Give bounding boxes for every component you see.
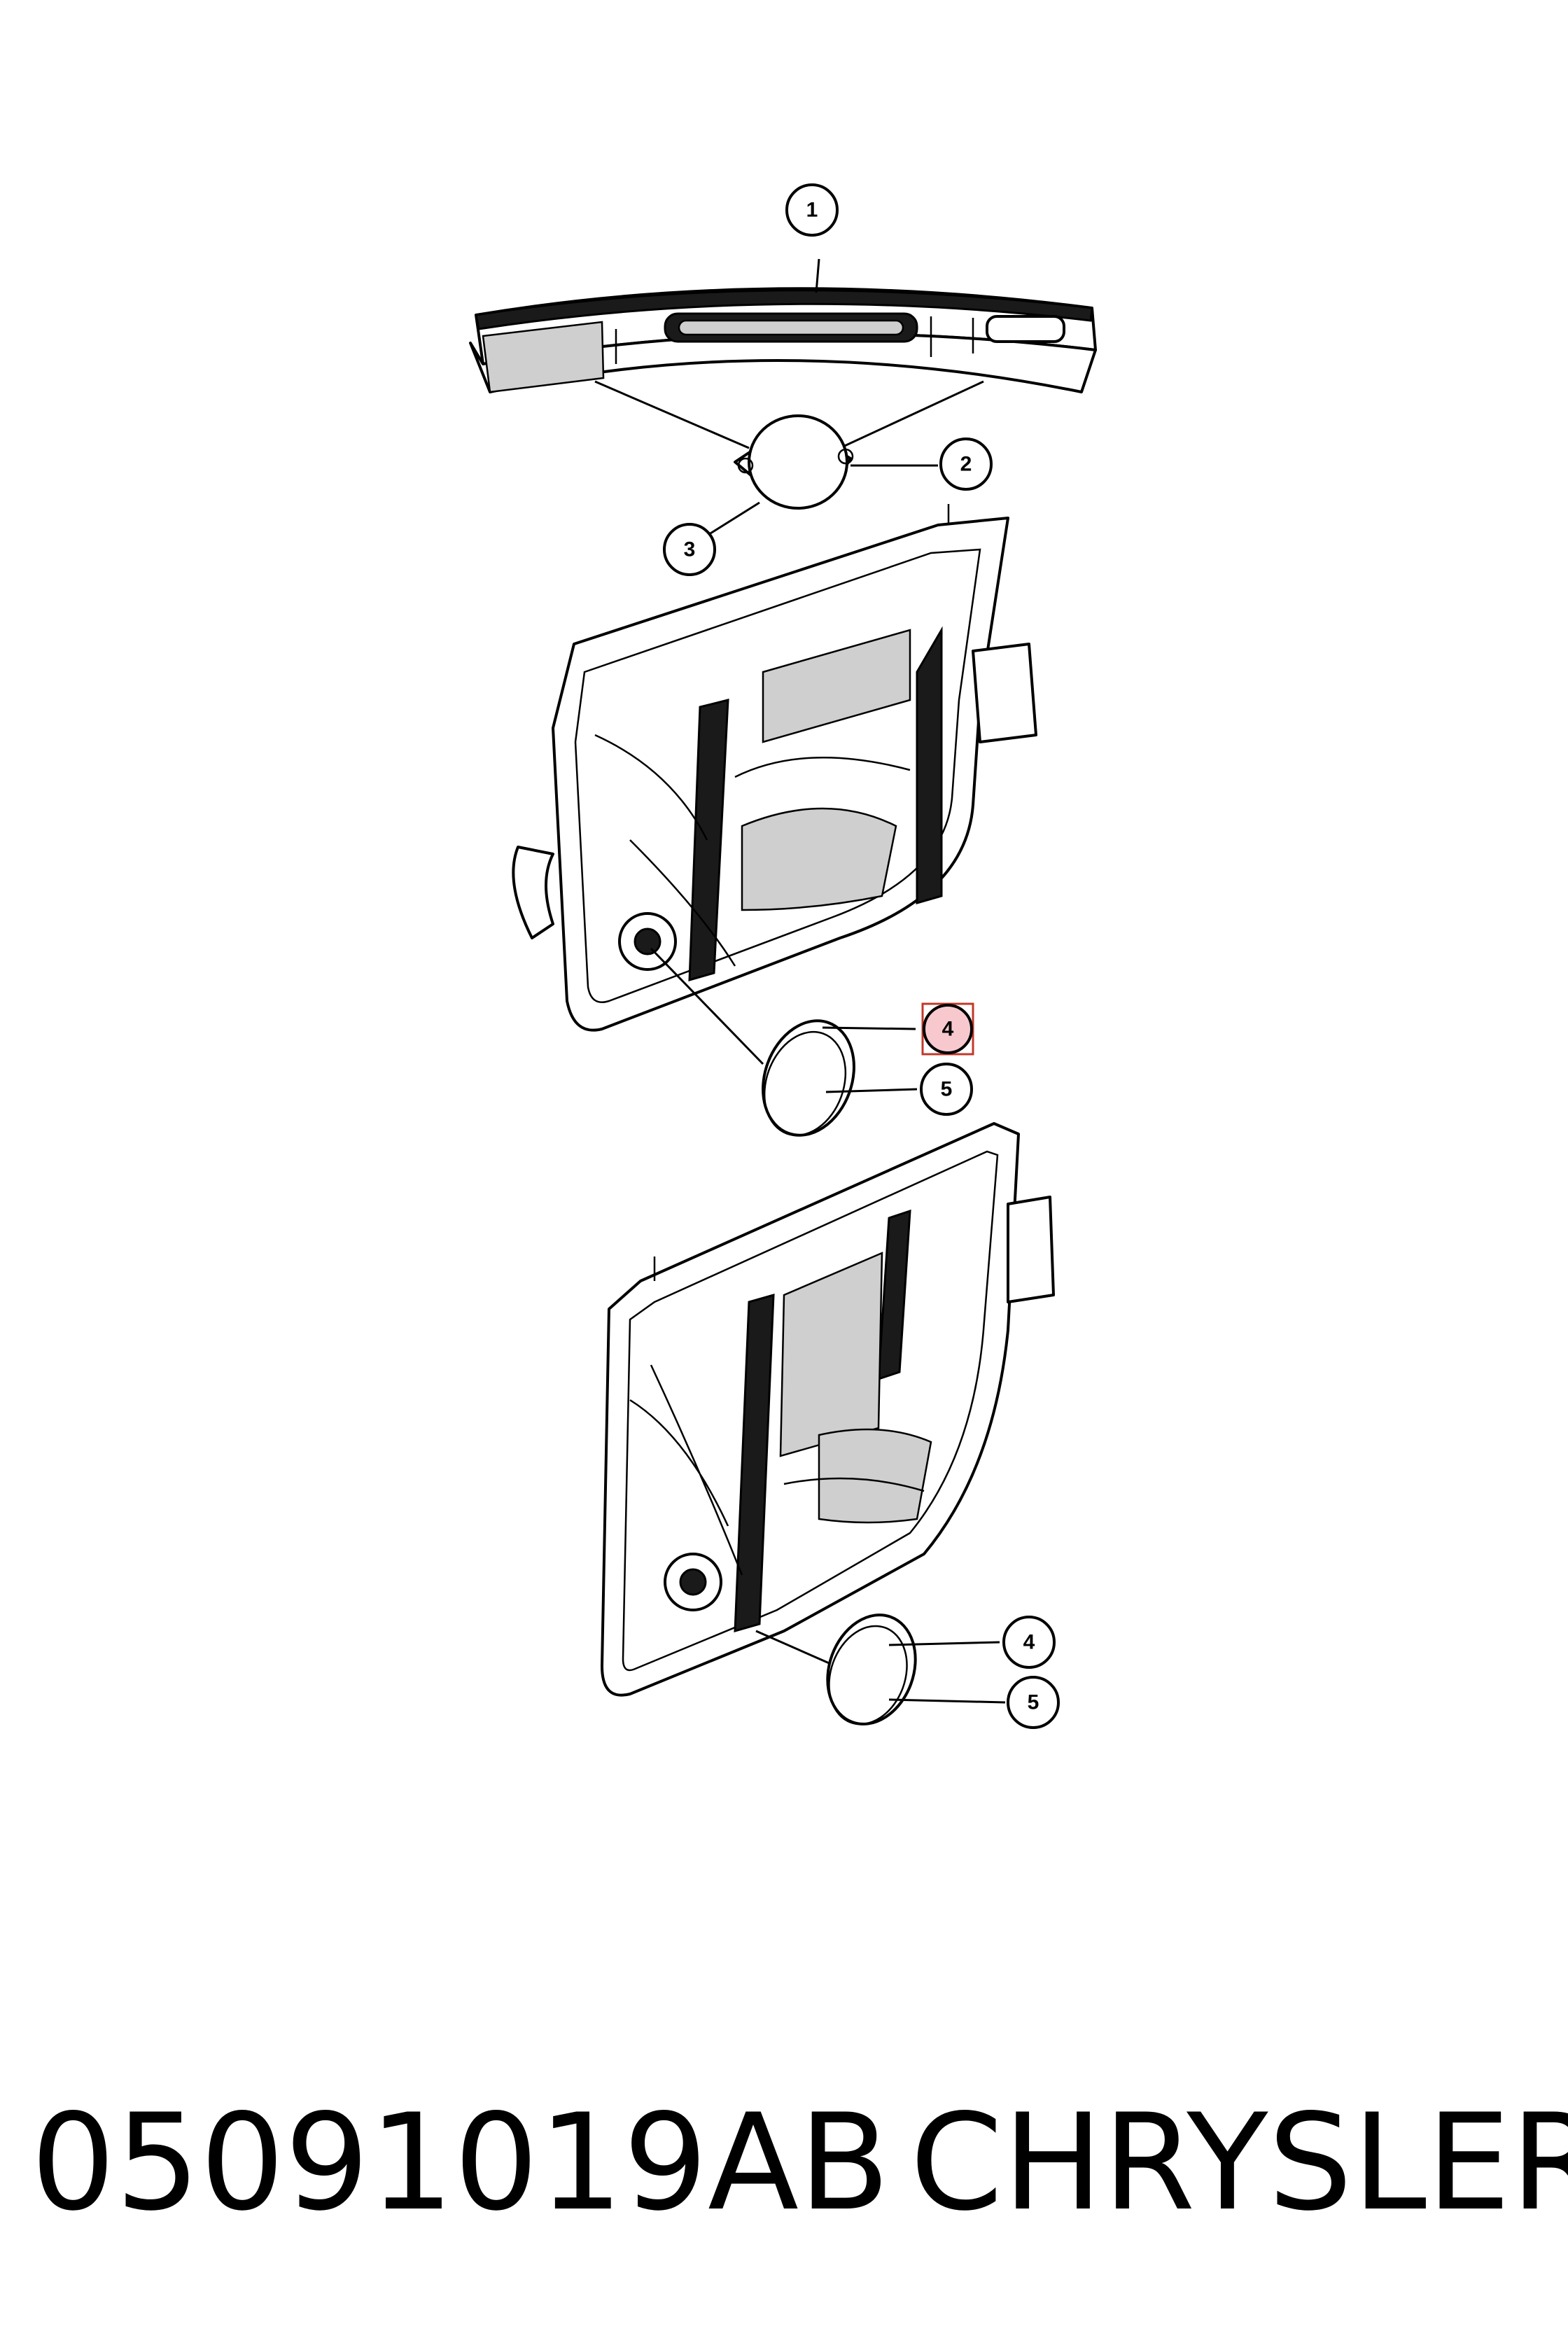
svg-text:4: 4 — [942, 1018, 954, 1041]
svg-text:5: 5 — [941, 1078, 953, 1101]
callout-4b: 4 — [1002, 1616, 1056, 1669]
leader-1 — [815, 258, 820, 293]
svg-text:4: 4 — [1023, 1631, 1035, 1654]
svg-text:1: 1 — [806, 199, 818, 222]
callout-1: 1 — [785, 183, 839, 237]
callout-3: 3 — [663, 523, 716, 576]
svg-text:3: 3 — [684, 538, 696, 561]
rear-door-speaker — [826, 1614, 917, 1726]
callout-2: 2 — [939, 438, 993, 491]
rear-door-assembly — [601, 1122, 1055, 1697]
front-door-speaker — [762, 1019, 855, 1137]
front-door-assembly — [512, 504, 1037, 1032]
callout-5a: 5 — [920, 1063, 973, 1116]
caption: 05091019AB CHRYSLER — [0, 2072, 1568, 2254]
svg-text:5: 5 — [1028, 1691, 1040, 1714]
svg-text:2: 2 — [960, 453, 972, 476]
callout-5b: 5 — [1007, 1676, 1060, 1729]
dash-speaker — [734, 414, 854, 510]
brand-name: CHRYSLER — [910, 2085, 1568, 2240]
part-number: 05091019AB — [31, 2085, 890, 2240]
dash-trim-panel — [469, 287, 1097, 393]
callout-4a[interactable]: 4 — [921, 1002, 974, 1056]
